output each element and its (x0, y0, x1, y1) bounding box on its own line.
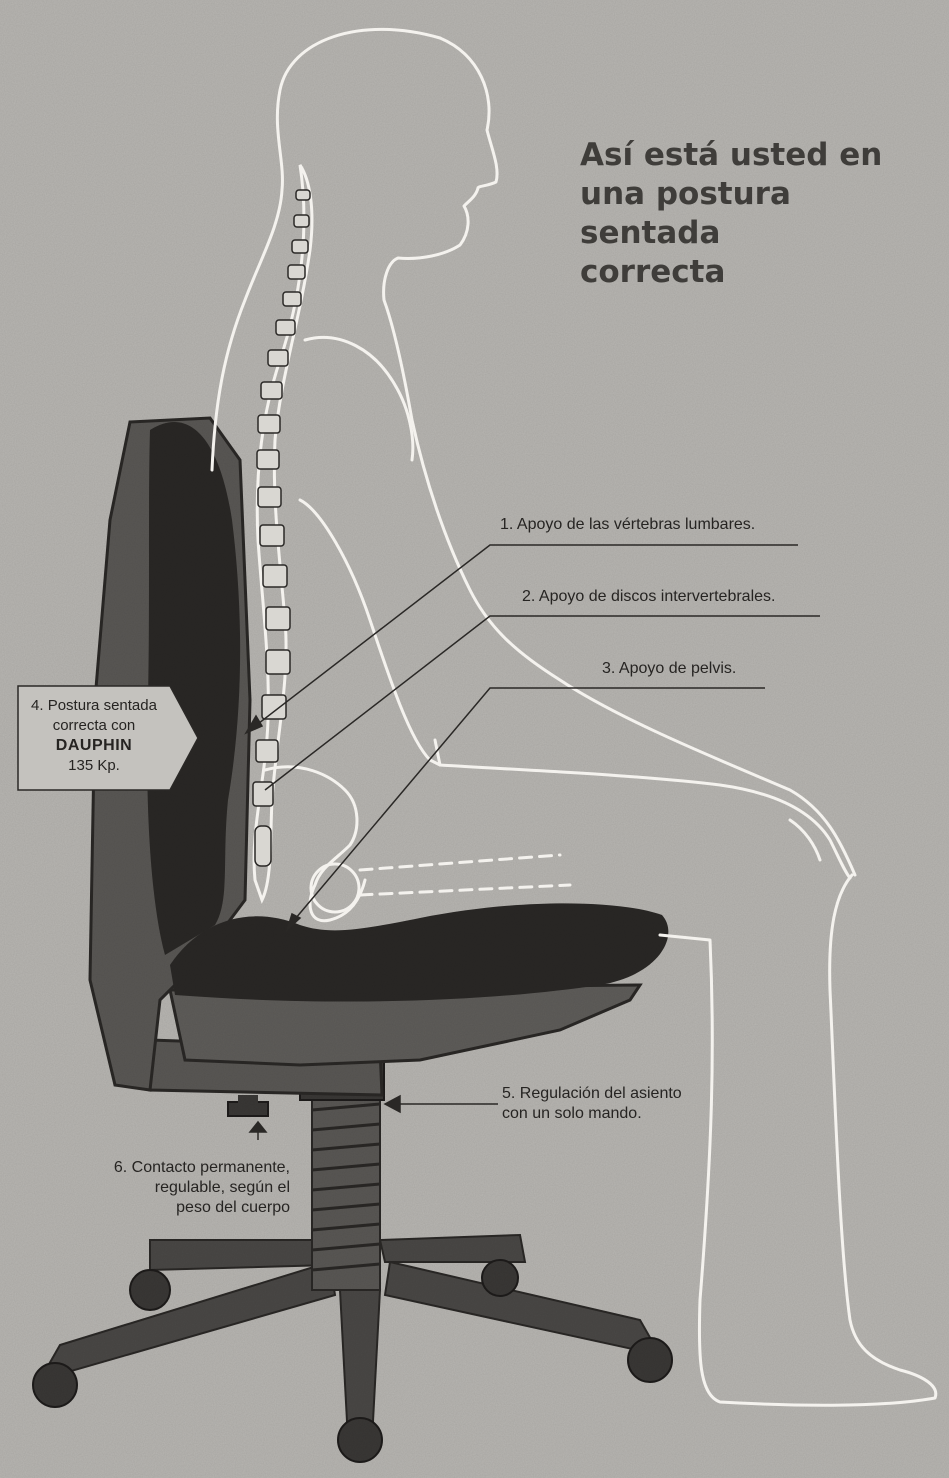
callout-5-line-2: con un solo mando. (502, 1104, 682, 1124)
callout-4-weight: 135 Kp. (18, 756, 170, 776)
callout-5-line-1: 5. Regulación del asiento (502, 1084, 682, 1104)
callout-4-line-2: correcta con (18, 716, 170, 736)
callout-4-brand: DAUPHIN (18, 736, 170, 756)
callout-2-label: 2. Apoyo de discos intervertebrales. (522, 587, 775, 607)
title-line-3: correcta (580, 253, 940, 292)
callout-3-label: 3. Apoyo de pelvis. (602, 659, 736, 679)
callout-6-line-2: regulable, según el (90, 1178, 290, 1198)
callout-5-label: 5. Regulación del asiento con un solo ma… (502, 1084, 682, 1124)
callout-4-line-1: 4. Postura sentada (18, 696, 170, 716)
callout-4-label: 4. Postura sentada correcta con DAUPHIN … (18, 696, 170, 776)
title-line-2: una postura sentada (580, 175, 940, 253)
callout-1-label: 1. Apoyo de las vértebras lumbares. (500, 515, 755, 535)
title-line-1: Así está usted en (580, 136, 940, 175)
page-title: Así está usted en una postura sentada co… (580, 136, 940, 292)
callout-6-line-1: 6. Contacto permanente, (90, 1158, 290, 1178)
callout-6-line-3: peso del cuerpo (90, 1198, 290, 1218)
callout-6-label: 6. Contacto permanente, regulable, según… (90, 1158, 290, 1218)
